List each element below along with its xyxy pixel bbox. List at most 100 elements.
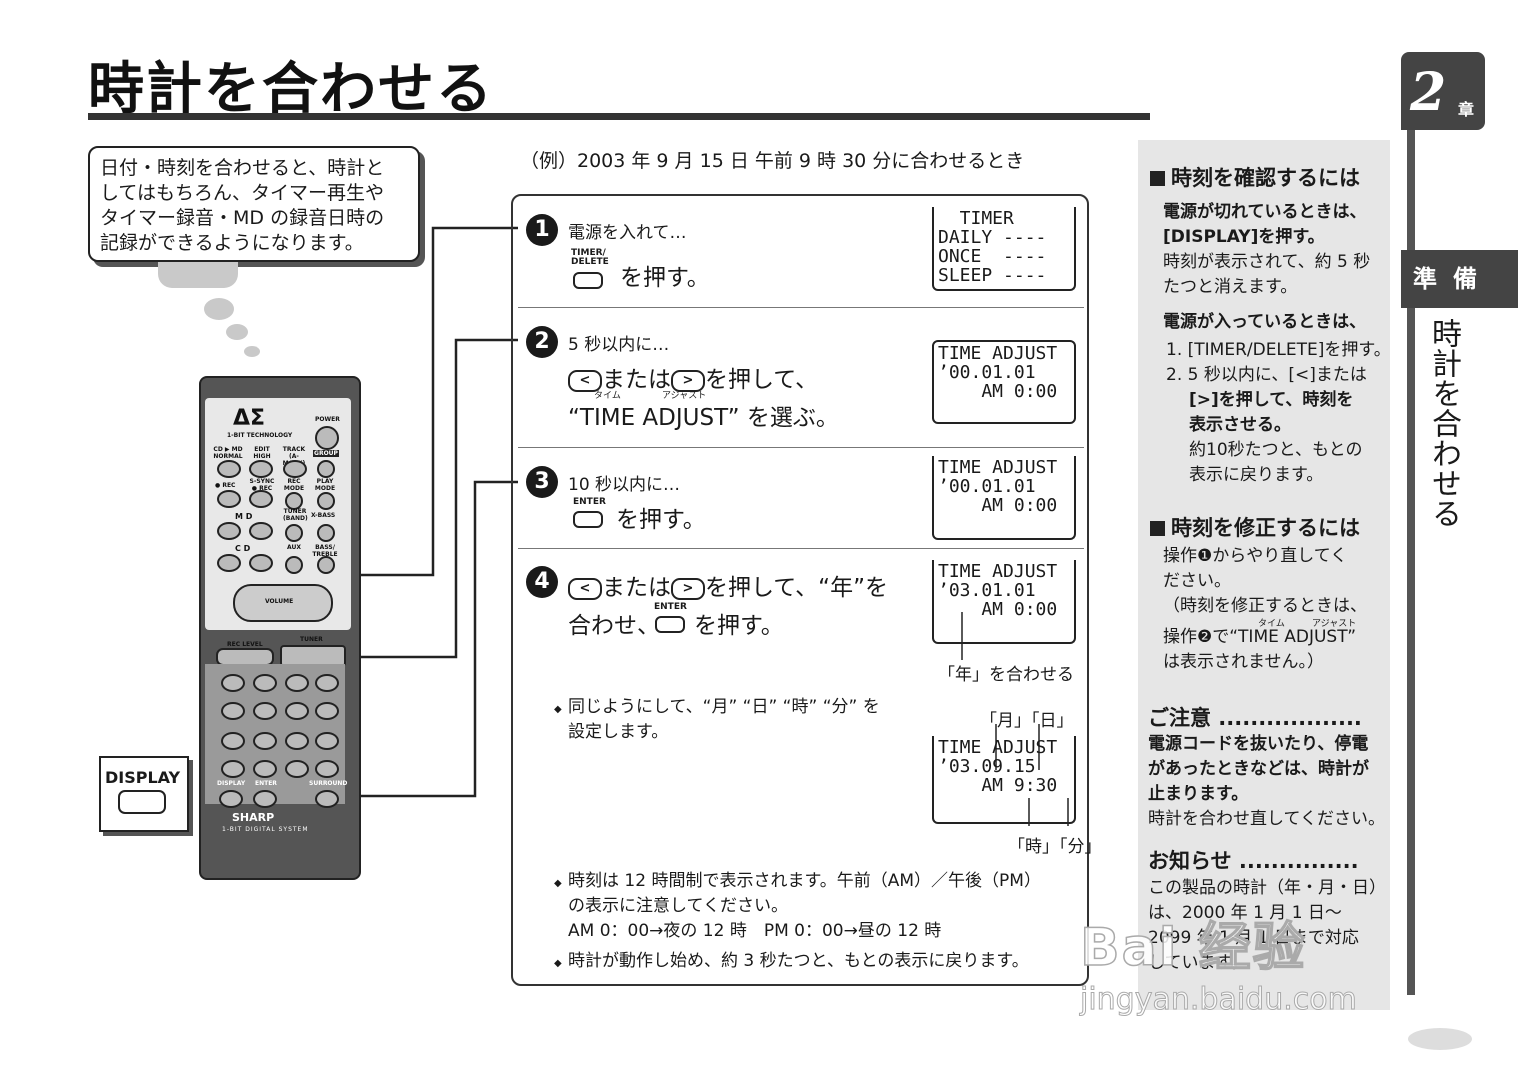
step-4-lcd-caption: 「年」を合わせる: [938, 665, 1074, 685]
remote-label: PLAY MODE: [314, 478, 336, 492]
right-arrow-key-icon: >: [671, 369, 705, 392]
keypad-button[interactable]: [221, 702, 245, 720]
sidebar-text: [>]を押して、時刻を: [1189, 390, 1354, 410]
keypad-button[interactable]: [285, 760, 309, 778]
cloud-shape: [204, 298, 234, 320]
display-button[interactable]: [219, 790, 243, 808]
surround-button[interactable]: [315, 790, 339, 808]
enter-key-icon: [655, 614, 685, 633]
remote-label: REC MODE: [283, 478, 305, 492]
watermark-url: jingyan.baidu.com: [1080, 982, 1358, 1018]
remote-label: S-SYNC ● REC: [249, 478, 275, 492]
sidebar-heading-info: お知らせ ...............: [1148, 849, 1359, 873]
enter-button[interactable]: [253, 790, 277, 808]
md-play-button[interactable]: [249, 522, 273, 540]
sidebar-text: 操作❷で“TIME ADJUST”: [1163, 627, 1357, 647]
chapter-number: 2: [1410, 62, 1447, 123]
remote-label: EDIT HIGH: [253, 446, 271, 460]
sidebar-text: しています。: [1148, 953, 1248, 973]
sidebar-text: 時刻が表示されて、約 5 秒: [1163, 252, 1371, 272]
keypad-button[interactable]: [221, 674, 245, 692]
bubble-line: してはもちろん、タイマー再生や: [100, 182, 385, 204]
keypad-button[interactable]: [253, 732, 277, 750]
remote-label: REC LEVEL: [227, 641, 263, 648]
remote-logo-sub: 1-BIT TECHNOLOGY: [227, 432, 293, 439]
group-button[interactable]: [317, 460, 335, 478]
bubble-line: タイマー録音・MD の録音日時の: [100, 207, 385, 229]
keypad-button[interactable]: [285, 702, 309, 720]
play-mode-button[interactable]: [317, 492, 335, 510]
rec-button[interactable]: [217, 490, 241, 508]
chapter-tab: [1401, 52, 1485, 130]
enter-key-label: ENTER: [654, 602, 687, 612]
ruby-adjust: アジャスト: [662, 391, 707, 401]
right-arrow-key-icon: >: [671, 577, 705, 600]
keypad-button[interactable]: [253, 702, 277, 720]
remote-label: DISPLAY: [217, 780, 246, 787]
step-4-action-b: を押して、“年”を: [705, 575, 888, 601]
keypad-button[interactable]: [221, 760, 245, 778]
keypad-button[interactable]: [315, 702, 339, 720]
volume-control[interactable]: [233, 584, 333, 622]
step-1-action: を押す。: [620, 265, 710, 291]
bass-treble-button[interactable]: [317, 556, 335, 574]
step-4-action-a: または: [602, 575, 671, 601]
connector-step2: [340, 338, 518, 659]
keypad-button[interactable]: [221, 732, 245, 750]
sidebar-text: 2. 5 秒以内に、[<]または: [1166, 365, 1367, 385]
connector-step3: [262, 480, 518, 798]
remote-label: SURROUND: [309, 780, 348, 787]
sidebar-text: 電源が入っているときは、: [1163, 312, 1367, 332]
remote-brand: SHARP: [232, 811, 275, 824]
step-1-number: 1: [526, 214, 558, 246]
keypad-button[interactable]: [253, 760, 277, 778]
x-bass-button[interactable]: [317, 524, 335, 542]
cd-stop-button[interactable]: [217, 554, 241, 572]
step-1-intro: 電源を入れて…: [568, 223, 687, 243]
rec-mode-button[interactable]: [285, 492, 303, 510]
remote-upper-panel: ΔΣ 1-BIT TECHNOLOGY POWER CD ▶ MD NORMAL…: [205, 398, 351, 630]
step-divider: [518, 548, 1084, 549]
tuner-band-button[interactable]: [285, 524, 303, 542]
md-stop-button[interactable]: [217, 522, 241, 540]
step-4-lcd: TIME ADJUST ’03.01.01 AM 0:00: [932, 560, 1076, 644]
remote-label: BASS/ TREBLE: [312, 544, 338, 558]
power-label: POWER: [315, 416, 340, 423]
sidebar-panel: [1138, 140, 1390, 1010]
sidebar-heading-text: 時刻を修正するには: [1171, 516, 1360, 540]
sidebar-text: 操作❶からやり直してく: [1163, 546, 1348, 566]
step-3-action: を押す。: [616, 507, 706, 533]
cd-md-button[interactable]: [217, 460, 241, 478]
note-same-line1: 同じようにして、“月” “日” “時” “分” を: [568, 697, 880, 717]
keypad-button[interactable]: [315, 760, 339, 778]
aux-button[interactable]: [285, 556, 303, 574]
cloud-shape: [226, 324, 248, 340]
watermark-logo: Bai 经验: [1079, 917, 1307, 979]
cd-play-button[interactable]: [249, 554, 273, 572]
keypad-button[interactable]: [253, 674, 277, 692]
keypad-button[interactable]: [315, 674, 339, 692]
keypad-button[interactable]: [285, 674, 309, 692]
page-title: 時計を合わせる: [88, 57, 494, 122]
step-1-lcd: TIMER DAILY ---- ONCE ---- SLEEP ----: [932, 207, 1076, 291]
step-2-action-c: “TIME ADJUST” を選ぶ。: [568, 405, 839, 431]
keypad-button[interactable]: [315, 732, 339, 750]
bubble-line: 日付・時刻を合わせると、時計と: [100, 157, 385, 179]
sidebar-text: （時刻を修正するときは、: [1163, 596, 1367, 616]
step-4-action-line: <または>を押して、“年”を: [568, 568, 888, 602]
remote-label: X-BASS: [311, 512, 336, 519]
power-button[interactable]: [315, 426, 339, 450]
step-2-action-a: または: [602, 367, 671, 393]
display-callout-label: DISPLAY: [105, 768, 181, 787]
step-divider: [518, 447, 1084, 448]
keypad-button[interactable]: [285, 732, 309, 750]
s-sync-button[interactable]: [249, 490, 273, 508]
remote-label: ENTER: [255, 780, 277, 787]
track-button[interactable]: [283, 460, 307, 478]
final-lcd-top-label: 「月」「日」: [980, 711, 1074, 731]
sidebar-text: 1. [TIMER/DELETE]を押す。: [1166, 340, 1391, 360]
step-2-action-line: <または>を押して、: [568, 360, 818, 394]
sidebar-text: 2099 年 1 月 1 日まで対応: [1148, 928, 1359, 948]
remote-label: TUNER: [300, 636, 323, 643]
edit-button[interactable]: [249, 460, 273, 478]
